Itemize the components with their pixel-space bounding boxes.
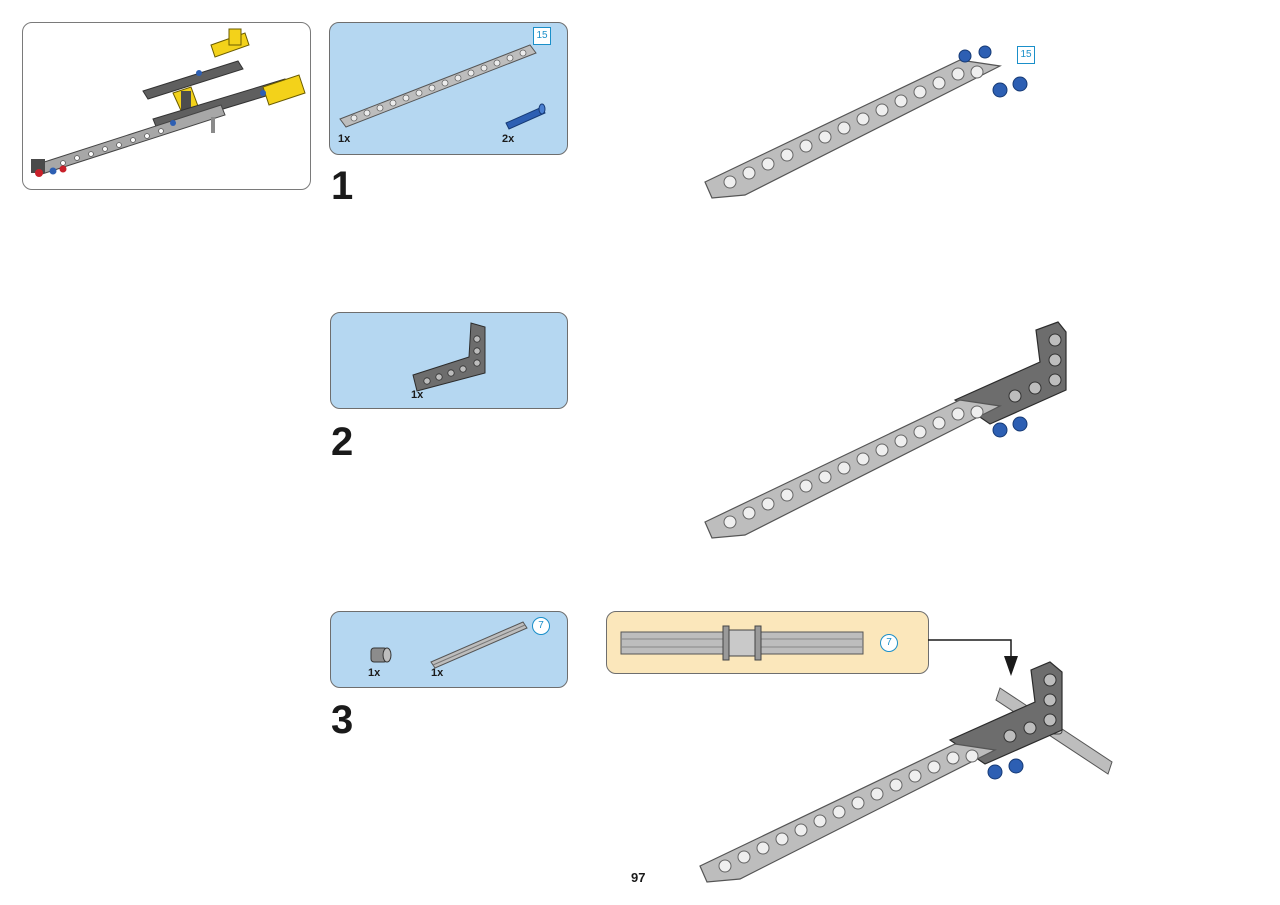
step-2-parts-box: 1x <box>330 312 568 409</box>
axle-illustration <box>430 621 528 669</box>
part-qty-beam: 1x <box>338 133 351 145</box>
step-1-parts-box: 1x 2x 15 <box>329 22 568 155</box>
part-qty-l-beam: 1x <box>411 389 424 401</box>
overview-model-illustration <box>31 28 306 177</box>
step-number-2: 2 <box>331 420 354 464</box>
part-qty-bush: 1x <box>368 667 381 679</box>
part-qty-axle: 1x <box>431 667 444 679</box>
subassembly-length-badge-7: 7 <box>880 634 898 652</box>
beam-15-illustration <box>339 44 537 128</box>
part-qty-pin: 2x <box>502 133 515 145</box>
step-3-parts-box: 1x 1x 7 <box>330 611 568 688</box>
bush-illustration <box>370 647 392 663</box>
assembly-length-badge-15: 15 <box>1017 46 1035 64</box>
step-number-3: 3 <box>331 698 354 742</box>
subassembly-callout: 7 <box>606 611 929 674</box>
l-beam-illustration <box>412 322 486 392</box>
page-number: 97 <box>631 870 646 885</box>
overview-frame <box>22 22 311 190</box>
step-number-1: 1 <box>331 164 354 208</box>
length-badge-15: 15 <box>533 27 551 45</box>
blue-pin-illustration <box>505 103 546 130</box>
axle-with-bush-illustration <box>620 625 864 661</box>
length-badge-7: 7 <box>532 617 550 635</box>
